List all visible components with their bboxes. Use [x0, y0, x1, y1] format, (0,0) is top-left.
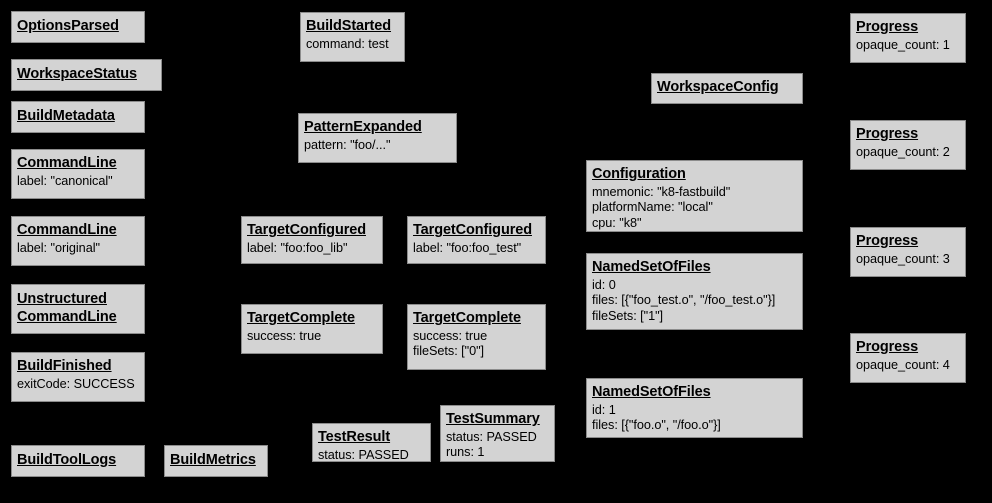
node-fields: label: "canonical": [17, 174, 139, 189]
node-build-started[interactable]: BuildStarted command: test: [300, 12, 405, 62]
node-title: BuildStarted: [306, 18, 392, 34]
node-fields: status: PASSED: [318, 448, 425, 463]
node-fields: opaque_count: 1: [856, 38, 960, 53]
node-build-tool-logs[interactable]: BuildToolLogs: [11, 445, 145, 477]
node-fields: label: "foo:foo_lib": [247, 241, 377, 256]
node-command-line-original[interactable]: CommandLine label: "original": [11, 216, 145, 266]
node-progress-3[interactable]: Progress opaque_count: 3: [850, 227, 966, 277]
node-title: TestSummary: [446, 411, 540, 427]
node-field: cpu: "k8": [592, 215, 642, 230]
node-title: BuildMetrics: [170, 451, 256, 468]
node-title: TargetConfigured: [247, 222, 366, 238]
node-field: label: "original": [17, 240, 100, 255]
node-field: label: "foo:foo_test": [413, 240, 522, 255]
node-pattern-expanded[interactable]: PatternExpanded pattern: "foo/...": [298, 113, 457, 163]
node-title: TargetConfigured: [413, 222, 532, 238]
node-progress-1[interactable]: Progress opaque_count: 1: [850, 13, 966, 63]
node-title: Progress: [856, 233, 919, 249]
node-title-line: Unstructured: [17, 290, 107, 307]
node-workspace-status[interactable]: WorkspaceStatus: [11, 59, 162, 91]
node-field: opaque_count: 3: [856, 251, 950, 266]
node-test-result[interactable]: TestResult status: PASSED: [312, 423, 431, 462]
node-field: files: [{"foo.o", "/foo.o"}]: [592, 418, 721, 433]
node-fields: opaque_count: 2: [856, 145, 960, 160]
node-command-line-canonical[interactable]: CommandLine label: "canonical": [11, 149, 145, 199]
node-title: TestResult: [318, 429, 391, 445]
node-title: PatternExpanded: [304, 119, 422, 135]
node-field: fileSets: ["0"]: [413, 344, 485, 359]
node-title: OptionsParsed: [17, 17, 119, 34]
node-progress-2[interactable]: Progress opaque_count: 2: [850, 120, 966, 170]
node-fields: opaque_count: 3: [856, 252, 960, 267]
node-field: id: 0: [592, 277, 616, 292]
node-build-finished[interactable]: BuildFinished exitCode: SUCCESS: [11, 352, 145, 402]
node-fields: success: true: [247, 329, 377, 344]
node-title: NamedSetOfFiles: [592, 384, 711, 400]
node-title: TargetComplete: [413, 310, 521, 326]
node-title: BuildFinished: [17, 358, 112, 374]
node-field: opaque_count: 4: [856, 357, 950, 372]
node-field: runs: 1: [446, 445, 485, 460]
node-fields: label: "original": [17, 241, 139, 256]
node-title: CommandLine: [17, 155, 117, 171]
node-field: exitCode: SUCCESS: [17, 376, 135, 391]
node-field: label: "canonical": [17, 173, 113, 188]
node-build-metadata[interactable]: BuildMetadata: [11, 101, 145, 133]
node-title: WorkspaceStatus: [17, 65, 137, 82]
node-title: BuildMetadata: [17, 107, 115, 124]
node-field: command: test: [306, 36, 389, 51]
node-field: success: true: [413, 328, 488, 343]
node-fields: exitCode: SUCCESS: [17, 377, 139, 392]
node-title: CommandLine: [17, 222, 117, 238]
node-fields: command: test: [306, 37, 399, 52]
node-fields: mnemonic: "k8-fastbuild"platformName: "l…: [592, 185, 797, 231]
node-field: success: true: [247, 328, 322, 343]
node-title: Progress: [856, 126, 919, 142]
node-title: Progress: [856, 19, 919, 35]
node-target-configured-foo-lib[interactable]: TargetConfigured label: "foo:foo_lib": [241, 216, 383, 264]
node-fields: label: "foo:foo_test": [413, 241, 540, 256]
node-field: id: 1: [592, 402, 616, 417]
node-field: pattern: "foo/...": [304, 137, 391, 152]
node-target-configured-foo-test[interactable]: TargetConfigured label: "foo:foo_test": [407, 216, 546, 264]
node-title-line: CommandLine: [17, 308, 117, 325]
node-configuration[interactable]: Configuration mnemonic: "k8-fastbuild"pla…: [586, 160, 803, 232]
node-field: platformName: "local": [592, 200, 713, 215]
node-field: opaque_count: 2: [856, 144, 950, 159]
node-workspace-config[interactable]: WorkspaceConfig: [651, 73, 803, 104]
node-field: fileSets: ["1"]: [592, 308, 664, 323]
node-target-complete-foo-lib[interactable]: TargetComplete success: true: [241, 304, 383, 354]
node-field: files: [{"foo_test.o", "/foo_test.o"}]: [592, 293, 776, 308]
node-field: status: PASSED: [446, 429, 537, 444]
node-field: status: PASSED: [318, 447, 409, 462]
node-title: NamedSetOfFiles: [592, 259, 711, 275]
node-field: mnemonic: "k8-fastbuild": [592, 184, 731, 199]
node-fields: pattern: "foo/...": [304, 138, 451, 153]
node-title: WorkspaceConfig: [657, 79, 779, 96]
node-fields: opaque_count: 4: [856, 358, 960, 373]
node-progress-4[interactable]: Progress opaque_count: 4: [850, 333, 966, 383]
node-title: Configuration: [592, 166, 686, 182]
node-field: label: "foo:foo_lib": [247, 240, 348, 255]
node-title: Progress: [856, 339, 919, 355]
node-options-parsed[interactable]: OptionsParsed: [11, 11, 145, 43]
node-field: opaque_count: 1: [856, 37, 950, 52]
node-title: TargetComplete: [247, 310, 355, 326]
node-build-metrics[interactable]: BuildMetrics: [164, 445, 268, 477]
node-title: BuildToolLogs: [17, 451, 117, 468]
